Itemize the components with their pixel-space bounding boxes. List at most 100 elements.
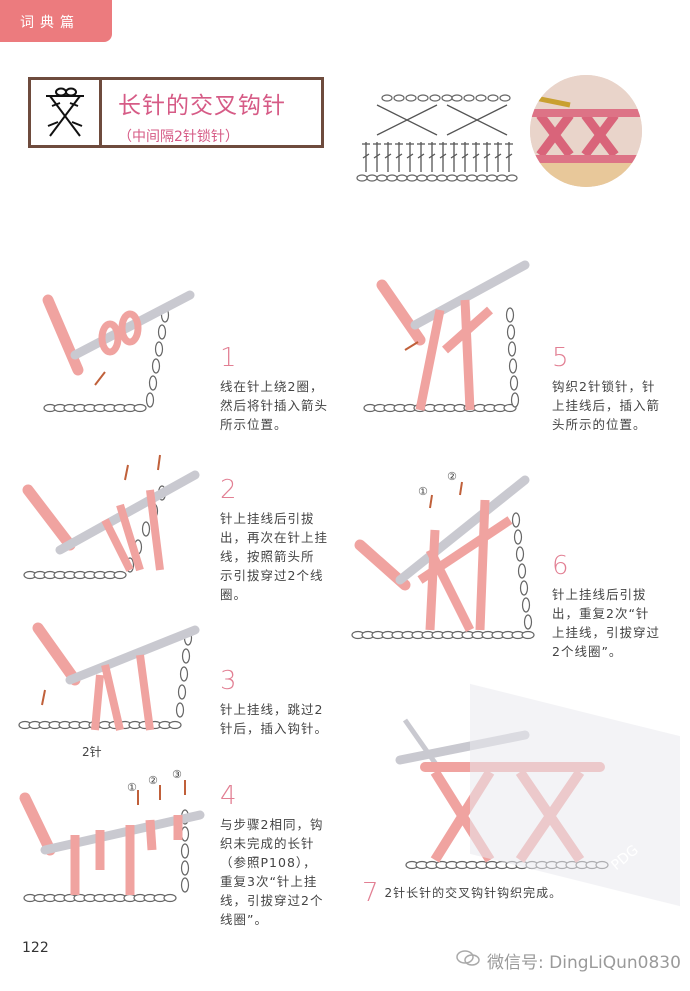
marker-2: ② (148, 774, 158, 787)
wechat-id: 微信号: DingLiQun0830 (487, 953, 681, 973)
step-text: 针上挂线，跳过2 针后，插入钩针。 (220, 702, 329, 736)
chain-stitch (506, 174, 518, 182)
crossed-treble-symbol-icon (31, 80, 102, 145)
marker-1: ① (127, 781, 137, 794)
step-number: 3 (220, 666, 237, 696)
chain-stitch (181, 648, 191, 664)
chain-stitch (523, 614, 533, 630)
chain-stitch (180, 877, 190, 893)
chain-stitch (180, 843, 190, 859)
chain-stitch (436, 174, 448, 182)
chain-stitch (451, 94, 463, 102)
chain-stitch (405, 94, 417, 102)
wechat-icon (455, 948, 481, 973)
step-text: 钩织2针锁针，针 上挂线后，插入箭 头所示的位置。 (552, 379, 661, 432)
chain-stitch (381, 94, 393, 102)
marker-3: ③ (172, 768, 182, 781)
page-title: 长针的交叉钩针 (118, 93, 286, 119)
chain-stitch (496, 174, 508, 182)
step-text: 2针长针的交叉钩针钩织完成。 (384, 885, 563, 900)
chain-stitch (456, 174, 468, 182)
chain-stitch (511, 512, 521, 528)
step-2: 2 针上挂线后引拔 出，再次在针上挂 线，按照箭头所 示引拔穿过2个线 圈。 (220, 477, 340, 604)
chain-stitch (510, 392, 520, 408)
chain-stitch (180, 826, 190, 842)
chain-stitch (486, 174, 498, 182)
chain-stitch (386, 174, 398, 182)
chain-stitch (519, 580, 529, 596)
step-number: 4 (220, 781, 237, 811)
step-text: 与步骤2相同，钩 织未完成的长针 （参照P108）， 重复3次“针上挂 线，引拔… (220, 817, 324, 927)
chain-stitch (396, 174, 408, 182)
step-7: 7 2针长针的交叉钩针钩织完成。 (362, 880, 562, 906)
step-6-illustration (354, 475, 530, 633)
chain-stitch (163, 893, 177, 903)
step-2-illustration (22, 454, 200, 572)
chain-stitch (507, 341, 517, 357)
chain-stitch (113, 570, 127, 580)
chain-stitch (416, 174, 428, 182)
chain-stitch (463, 94, 475, 102)
chain-stitch (487, 94, 499, 102)
chain-stitch (476, 174, 488, 182)
step-text: 针上挂线后引拔 出，重复2次“针 上挂线，引拔穿过 2个线圈”。 (552, 587, 661, 659)
title-box: 长针的交叉钩针 （中间隔2针锁针） (28, 77, 324, 148)
stitch-chart-diagram (356, 94, 518, 182)
chain-stitch (515, 546, 525, 562)
chain-stitch (145, 392, 155, 408)
chain-stitch (429, 94, 441, 102)
sample-photo (530, 75, 642, 187)
step-3: 3 针上挂线，跳过2 针后，插入钩针。 (220, 668, 340, 738)
step-number: 1 (220, 343, 237, 373)
chain-stitch (508, 358, 518, 374)
chain-stitch (154, 341, 164, 357)
step-text: 线在针上绕2圈， 然后将针插入箭头 所示位置。 (220, 379, 329, 432)
chain-stitch (366, 174, 378, 182)
chain-stitch (148, 375, 158, 391)
chain-stitch (521, 597, 531, 613)
step-1-illustration (42, 290, 195, 386)
chain-stitch (151, 358, 161, 374)
step-number: 6 (552, 551, 569, 581)
marker-2: ② (447, 470, 457, 483)
chain-stitch (475, 94, 487, 102)
chain-stitch (521, 630, 535, 640)
section-tab: 词典篇 (0, 0, 112, 42)
chain-stitch (466, 174, 478, 182)
chain-stitch (426, 174, 438, 182)
chain-stitch (180, 860, 190, 876)
chain-stitch (517, 563, 527, 579)
chain-stitch (417, 94, 429, 102)
step-6: 6 针上挂线后引拔 出，重复2次“针 上挂线，引拔穿过 2个线圈”。 (552, 553, 672, 661)
marker-1: ① (418, 485, 428, 498)
chain-stitch (133, 403, 147, 413)
chain-stitch (406, 174, 418, 182)
chain-stitch (177, 684, 187, 700)
step-5: 5 钩织2针锁针，针 上挂线后，插入箭 头所示的位置。 (552, 345, 672, 434)
chain-stitch (175, 702, 185, 718)
chain-stitch (141, 521, 151, 537)
chain-stitch (376, 174, 388, 182)
chain-stitch (499, 94, 511, 102)
chain-stitch (506, 324, 516, 340)
skip-2-label: 2针 (82, 745, 102, 759)
chain-stitch (509, 375, 519, 391)
chain-stitch (356, 174, 368, 182)
step-number: 7 (362, 878, 379, 908)
step-text: 针上挂线后引拔 出，再次在针上挂 线，按照箭头所 示引拔穿过2个线 圈。 (220, 511, 329, 602)
chain-stitch (393, 94, 405, 102)
chain-stitch (157, 324, 167, 340)
chain-stitch (513, 529, 523, 545)
chain-stitch (505, 307, 515, 323)
chain-stitch (179, 666, 189, 682)
step-number: 5 (552, 343, 569, 373)
chain-stitch (441, 94, 453, 102)
step-1: 1 线在针上绕2圈， 然后将针插入箭头 所示位置。 (220, 345, 340, 434)
page-subtitle: （中间隔2针锁针） (118, 129, 239, 145)
wechat-watermark: 微信号: DingLiQun0830 (455, 948, 681, 973)
chain-stitch (168, 720, 182, 730)
step-3-illustration (32, 622, 200, 731)
page-number: 122 (22, 940, 49, 956)
step-5-illustration (376, 260, 530, 411)
step-4: 4 与步骤2相同，钩 织未完成的长针 （参照P108）， 重复3次“针上挂 线，… (220, 783, 340, 929)
